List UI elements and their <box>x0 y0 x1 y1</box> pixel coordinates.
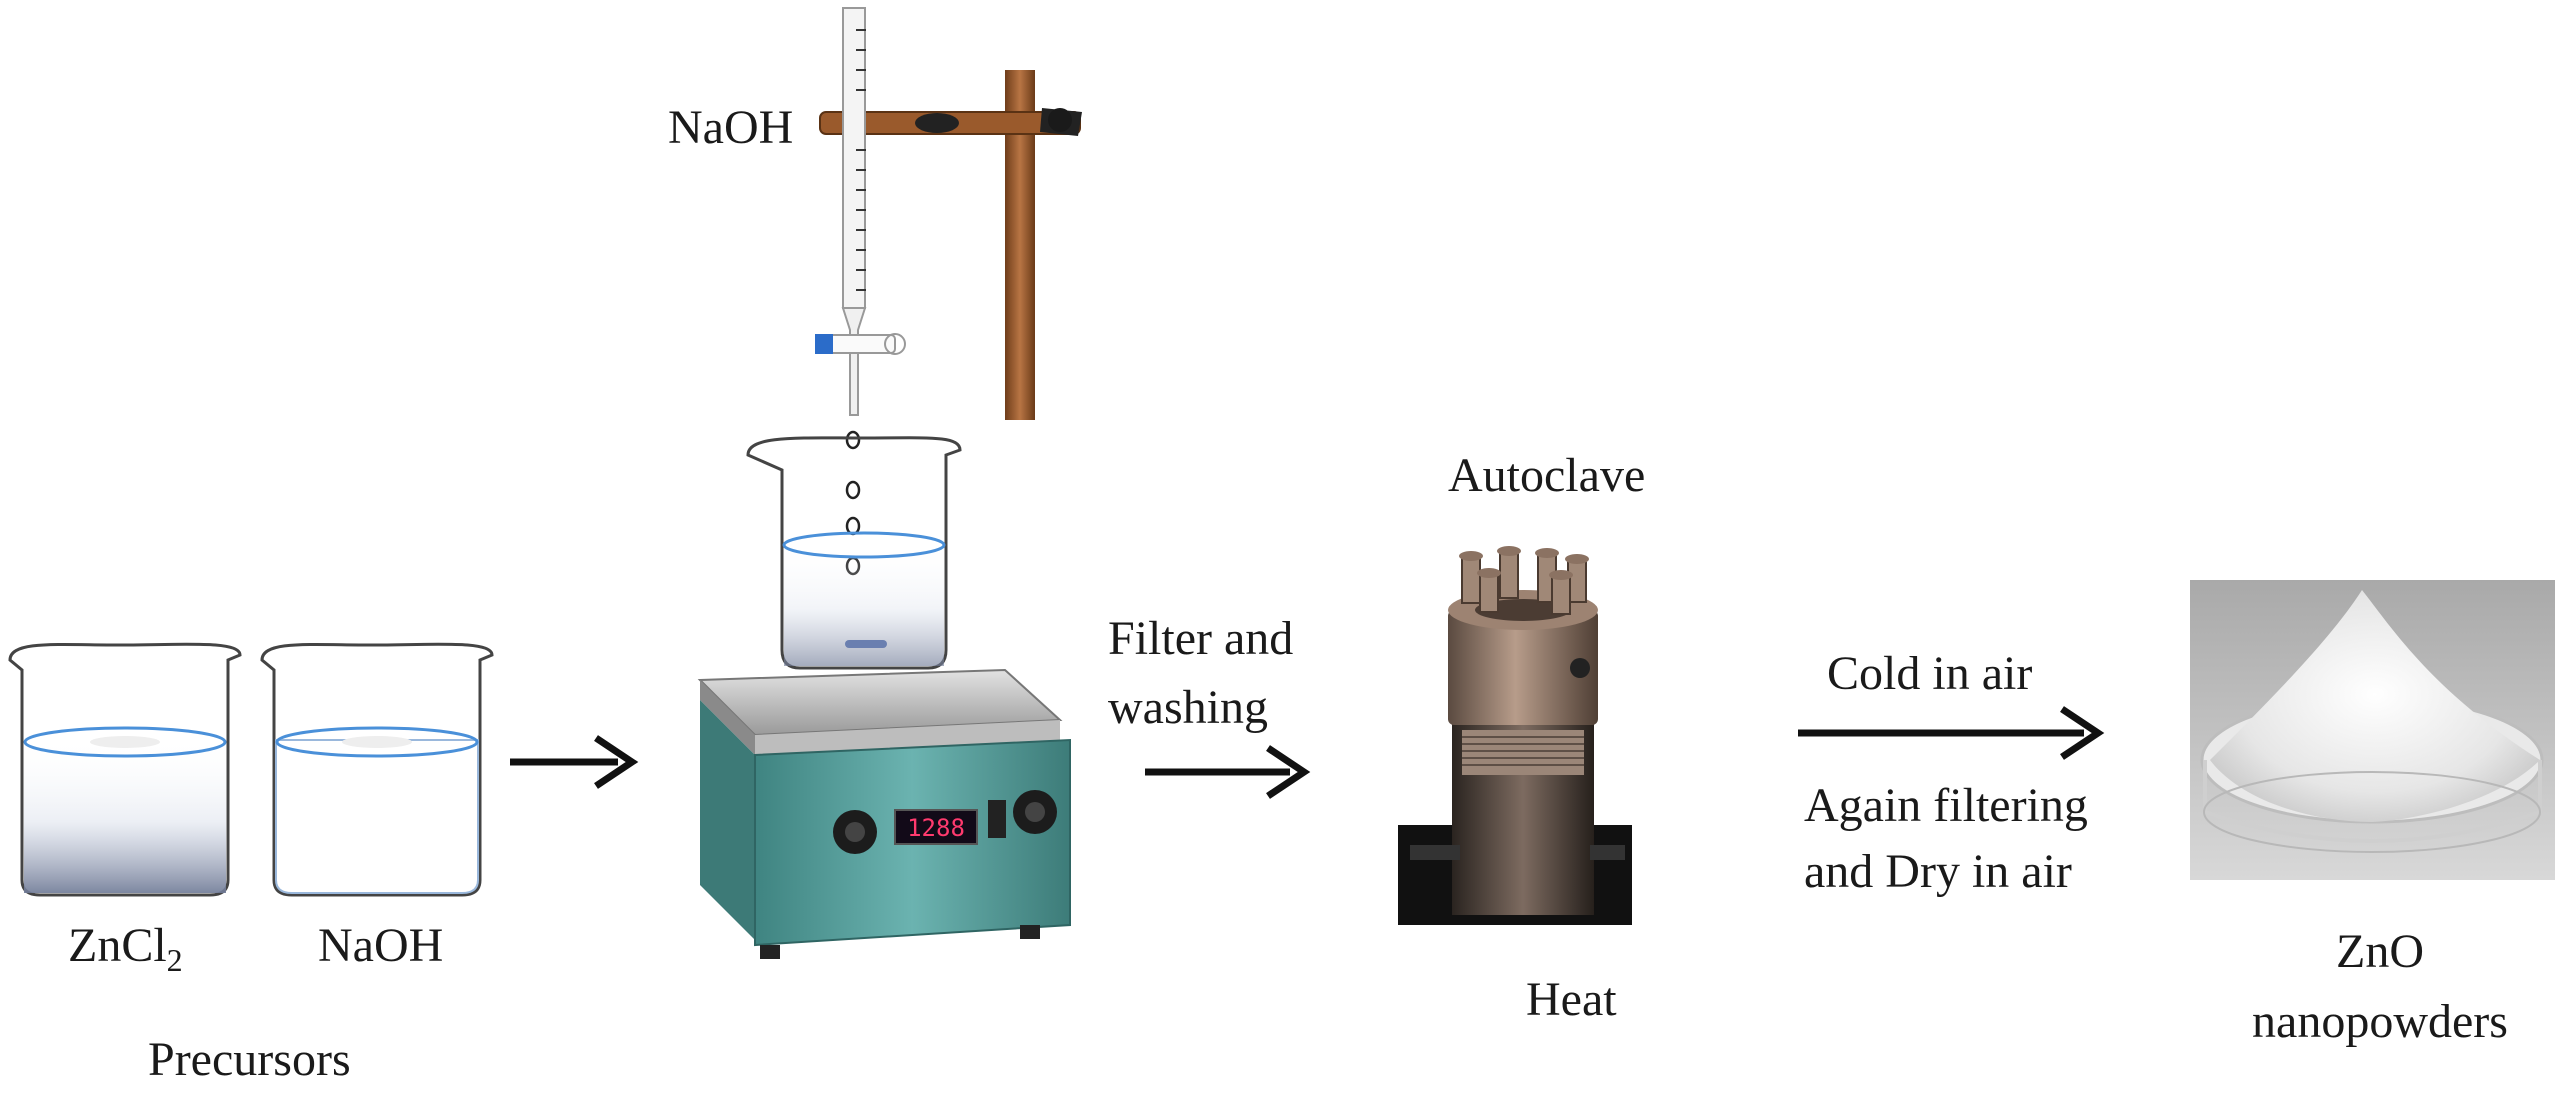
magnetic-stirrer-icon <box>697 668 1071 959</box>
burette-icon <box>815 7 906 416</box>
cold-in-air-label: Cold in air <box>1827 647 2033 700</box>
arrow-to-stirrer <box>510 735 639 789</box>
beaker-zncl2-icon <box>8 642 242 897</box>
precursors-label: Precursors <box>148 1033 351 1086</box>
burette-stand-icon <box>819 70 1082 420</box>
product-label-line1: ZnO <box>2336 925 2424 978</box>
again-filtering-label-line2: and Dry in air <box>1804 845 2072 898</box>
beaker-naoh-icon <box>260 642 494 897</box>
stirrer-display-readout: 1288 <box>907 814 965 842</box>
precursor-zncl2-subscript: 2 <box>166 942 183 978</box>
precursor-naoh-label: NaOH <box>318 919 444 972</box>
autoclave-icon <box>1395 545 1635 930</box>
arrow-to-product <box>1798 706 2105 760</box>
arrow-to-autoclave <box>1145 745 1311 799</box>
product-label-line2: nanopowders <box>2252 995 2508 1048</box>
autoclave-label: Autoclave <box>1448 449 1646 502</box>
burette-reagent-label: NaOH <box>668 101 794 154</box>
petri-dish-powder-icon <box>2190 580 2555 880</box>
beaker-on-stirrer-icon <box>746 436 962 670</box>
precursor-zncl2-main: ZnCl <box>68 919 167 972</box>
precursor-zncl2-label: ZnCl2 <box>68 919 183 978</box>
heat-label: Heat <box>1526 973 1617 1026</box>
filter-label-line2: washing <box>1108 681 1268 734</box>
filter-label-line1: Filter and <box>1108 612 1294 665</box>
again-filtering-label-line1: Again filtering <box>1804 779 2088 832</box>
